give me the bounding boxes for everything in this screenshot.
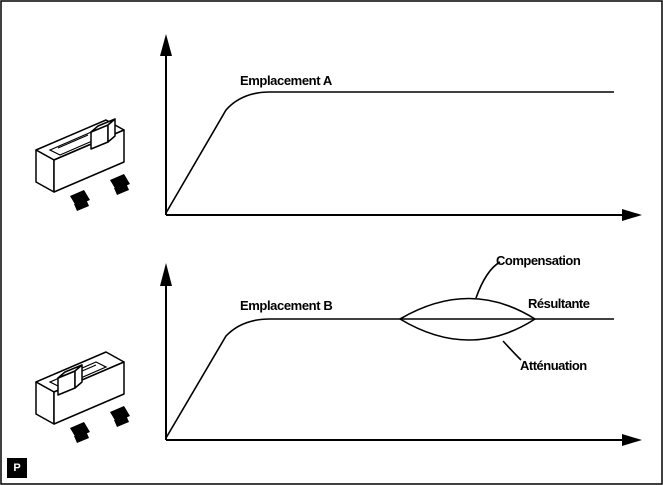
bottom-curve — [165, 318, 614, 439]
compensation-leader — [475, 261, 501, 299]
top-curve-label: Emplacement A — [240, 73, 333, 88]
bottom-graph: Emplacement B Compensation Résultante At… — [160, 253, 642, 446]
top-switch-icon — [35, 118, 130, 211]
page-badge: P — [7, 458, 27, 478]
top-curve — [165, 91, 614, 214]
attenuation-leader — [502, 340, 522, 361]
bottom-y-arrow — [160, 263, 172, 286]
attenuation-curve — [399, 318, 536, 341]
bottom-curve-label: Emplacement B — [240, 298, 332, 313]
compensation-label: Compensation — [496, 253, 581, 268]
top-graph: Emplacement A — [160, 34, 642, 221]
top-y-arrow — [160, 34, 172, 56]
attenuation-label: Atténuation — [520, 358, 587, 373]
resultante-label: Résultante — [528, 296, 590, 311]
bottom-x-arrow — [622, 434, 642, 446]
bottom-switch-icon — [35, 351, 130, 443]
top-x-arrow — [622, 209, 642, 221]
compensation-curve — [399, 297, 536, 320]
